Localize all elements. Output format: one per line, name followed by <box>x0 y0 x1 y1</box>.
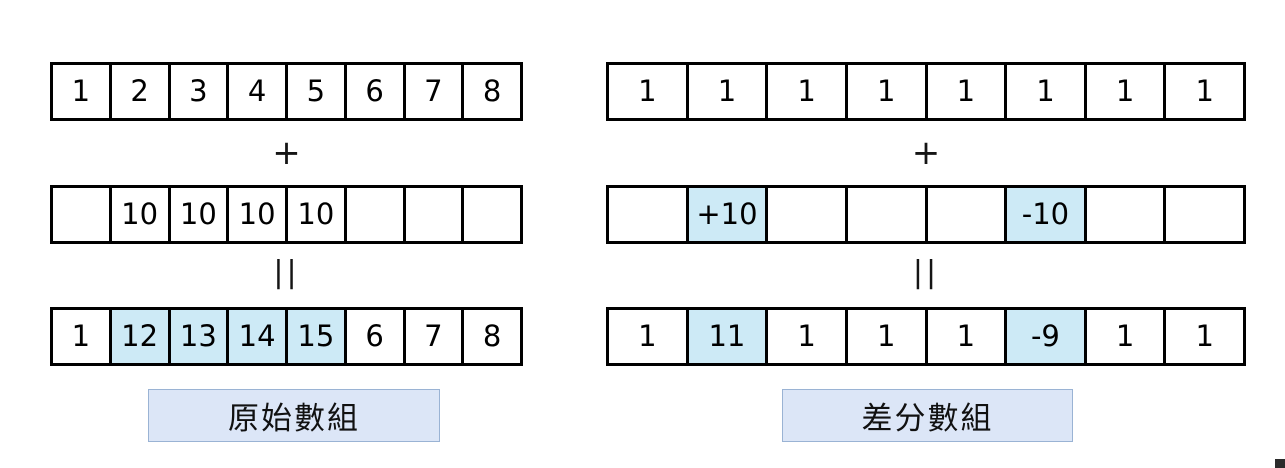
array-cell: 1 <box>688 65 769 118</box>
array-cell: 10 <box>288 188 347 241</box>
array-cell: 1 <box>927 310 1008 363</box>
array-cell: 2 <box>111 65 171 118</box>
array-cell: -10 <box>1007 188 1087 241</box>
array-cell <box>464 188 520 241</box>
array-cell <box>346 188 406 241</box>
plus-operator: + <box>272 133 301 173</box>
array-cell: 1 <box>1086 310 1167 363</box>
array-cell: 1 <box>768 65 848 118</box>
array-cell: 10 <box>229 188 288 241</box>
difference-result-row: 1 11 1 1 1 -9 1 1 <box>606 307 1246 366</box>
array-cell: 6 <box>346 65 406 118</box>
array-cell: 6 <box>346 310 406 363</box>
array-cell: 1 <box>847 310 928 363</box>
array-cell: 11 <box>688 310 769 363</box>
array-cell: 1 <box>927 65 1008 118</box>
array-cell: 13 <box>170 310 230 363</box>
array-cell: 1 <box>609 310 689 363</box>
difference-base-row: 1 1 1 1 1 1 1 1 <box>606 62 1246 121</box>
array-cell: 4 <box>229 65 288 118</box>
plus-operator: + <box>911 133 941 173</box>
original-base-row: 1 2 3 4 5 6 7 8 <box>50 62 523 121</box>
array-cell <box>405 188 465 241</box>
array-cell: 10 <box>170 188 230 241</box>
difference-delta-row: +10 -10 <box>606 185 1246 244</box>
array-cell: 15 <box>288 310 347 363</box>
original-result-row: 1 12 13 14 15 6 7 8 <box>50 307 523 366</box>
array-cell <box>609 188 689 241</box>
array-cell: 1 <box>1166 65 1243 118</box>
array-cell: 1 <box>1086 65 1167 118</box>
array-cell: 1 <box>1166 310 1243 363</box>
array-cell: 1 <box>1007 65 1087 118</box>
array-cell <box>1086 188 1167 241</box>
array-cell <box>927 188 1008 241</box>
original-delta-row: 10 10 10 10 <box>50 185 523 244</box>
array-cell: 1 <box>847 65 928 118</box>
array-cell: 1 <box>768 310 848 363</box>
array-cell: 8 <box>464 65 520 118</box>
array-cell <box>1166 188 1243 241</box>
corner-artifact <box>1275 459 1285 468</box>
difference-array-caption: 差分數組 <box>782 389 1073 442</box>
array-cell: 5 <box>288 65 347 118</box>
array-cell: 8 <box>464 310 520 363</box>
array-cell: -9 <box>1007 310 1087 363</box>
array-cell <box>53 188 112 241</box>
array-cell: 1 <box>53 310 112 363</box>
array-cell: 7 <box>405 65 465 118</box>
array-cell: 14 <box>229 310 288 363</box>
array-cell: 12 <box>111 310 171 363</box>
array-cell: 10 <box>111 188 171 241</box>
array-cell: 1 <box>53 65 112 118</box>
array-cell: +10 <box>688 188 769 241</box>
original-array-caption: 原始數組 <box>148 389 440 442</box>
array-cell <box>768 188 848 241</box>
array-cell: 1 <box>609 65 689 118</box>
array-cell: 3 <box>170 65 230 118</box>
equals-operator: || <box>912 255 940 290</box>
equals-operator: || <box>273 255 300 290</box>
array-cell: 7 <box>405 310 465 363</box>
array-cell <box>847 188 928 241</box>
